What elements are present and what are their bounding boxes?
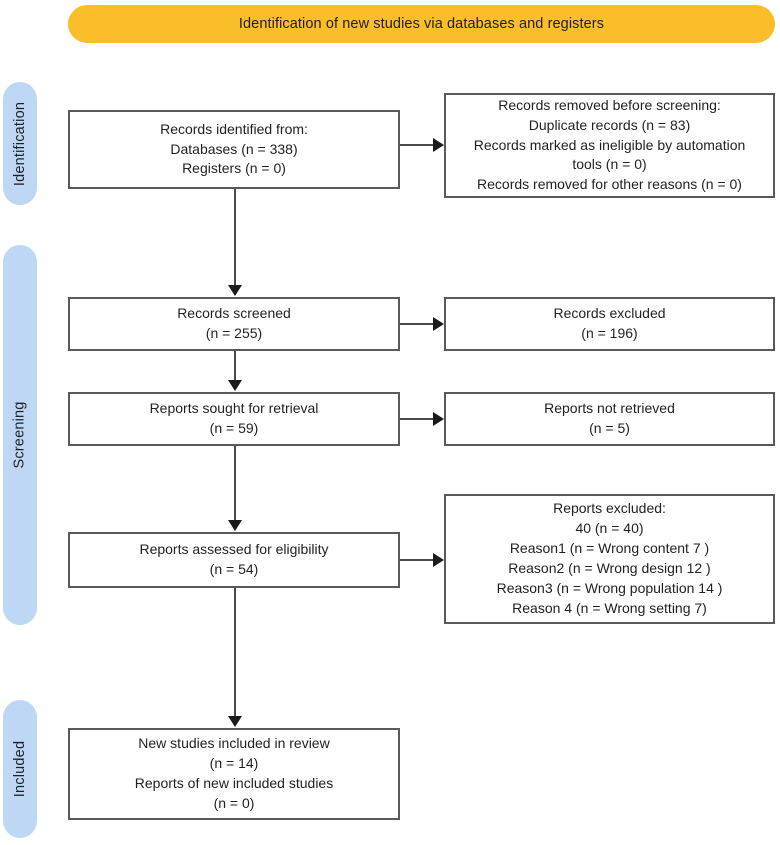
box-line: Records removed for other reasons (n = 0… bbox=[477, 176, 742, 193]
connector-identified-to-removed bbox=[400, 144, 436, 146]
box-line: Databases (n = 338) bbox=[170, 140, 298, 157]
box-line: Registers (n = 0) bbox=[182, 160, 286, 177]
arrowhead-screened-to-sought bbox=[228, 380, 242, 391]
box-line: tools (n = 0) bbox=[572, 156, 647, 173]
box-line: (n = 14) bbox=[209, 755, 259, 772]
box-records-identified: Records identified from: Databases (n = … bbox=[68, 110, 400, 189]
box-records-removed-before-screening: Records removed before screening: Duplic… bbox=[444, 93, 775, 198]
connector-sought-to-assessed bbox=[234, 446, 236, 523]
box-line: Records removed before screening: bbox=[498, 96, 721, 113]
stage-label-screening: Screening bbox=[12, 401, 28, 469]
box-line: (n = 54) bbox=[209, 561, 259, 577]
header-banner-title: Identification of new studies via databa… bbox=[238, 16, 605, 32]
arrowhead-assessed-to-included bbox=[228, 716, 242, 727]
box-line: 40 (n = 40) bbox=[575, 520, 644, 537]
stage-label-identification: Identification bbox=[12, 101, 28, 186]
box-line: Reason3 (n = Wrong population 14 ) bbox=[496, 579, 723, 596]
box-line: Reports not retrieved bbox=[544, 400, 675, 417]
arrowhead-sought-to-assessed bbox=[228, 520, 242, 531]
arrowhead-identified-to-removed bbox=[433, 138, 444, 152]
box-line: Reason2 (n = Wrong design 12 ) bbox=[508, 560, 711, 576]
box-line: Reports of new included studies bbox=[134, 775, 334, 791]
arrowhead-identified-to-screened bbox=[228, 285, 242, 296]
arrowhead-sought-to-not-retrieved bbox=[433, 412, 444, 426]
connector-sought-to-not-retrieved bbox=[400, 418, 436, 420]
box-line: Reason1 (n = Wrong content 7 ) bbox=[509, 540, 710, 557]
box-reports-assessed-for-eligibility: Reports assessed for eligibility (n = 54… bbox=[68, 532, 400, 588]
box-line: Records identified from: bbox=[160, 120, 308, 137]
box-line: Reason 4 (n = Wrong setting 7) bbox=[512, 599, 707, 616]
box-line: (n = 255) bbox=[205, 325, 263, 341]
box-line: Reports excluded: bbox=[553, 500, 666, 517]
connector-screened-to-excluded bbox=[400, 323, 436, 325]
box-line: Reports assessed for eligibility bbox=[139, 541, 329, 558]
box-line: (n = 59) bbox=[209, 420, 259, 436]
box-line: Records excluded bbox=[553, 305, 666, 322]
box-line: Records marked as ineligible by automati… bbox=[473, 136, 746, 153]
box-reports-sought-for-retrieval: Reports sought for retrieval (n = 59) bbox=[68, 392, 400, 446]
box-new-studies-included: New studies included in review (n = 14) … bbox=[68, 728, 400, 820]
connector-assessed-to-reports-excluded bbox=[400, 559, 436, 561]
box-line: New studies included in review bbox=[138, 735, 330, 752]
box-line: Duplicate records (n = 83) bbox=[528, 116, 691, 133]
box-line: Reports sought for retrieval bbox=[149, 400, 319, 417]
stage-label-included: Included bbox=[12, 740, 29, 798]
box-records-screened: Records screened (n = 255) bbox=[68, 297, 400, 351]
connector-identified-to-screened bbox=[234, 189, 236, 288]
box-line: Records screened bbox=[177, 305, 291, 322]
header-banner: Identification of new studies via databa… bbox=[68, 5, 775, 43]
stage-bar-identification: Identification bbox=[3, 82, 37, 205]
box-line: (n = 0) bbox=[213, 794, 255, 811]
arrowhead-screened-to-excluded bbox=[433, 317, 444, 331]
connector-assessed-to-included bbox=[234, 588, 236, 719]
arrowhead-assessed-to-reports-excluded bbox=[433, 553, 444, 567]
box-reports-not-retrieved: Reports not retrieved (n = 5) bbox=[444, 392, 775, 446]
connector-screened-to-sought bbox=[234, 351, 236, 383]
box-reports-excluded: Reports excluded: 40 (n = 40) Reason1 (n… bbox=[444, 494, 775, 624]
box-records-excluded: Records excluded (n = 196) bbox=[444, 297, 775, 351]
stage-bar-screening: Screening bbox=[3, 245, 37, 625]
box-line: (n = 196) bbox=[581, 325, 638, 341]
stage-bar-included: Included bbox=[3, 700, 37, 838]
box-line: (n = 5) bbox=[589, 420, 630, 436]
